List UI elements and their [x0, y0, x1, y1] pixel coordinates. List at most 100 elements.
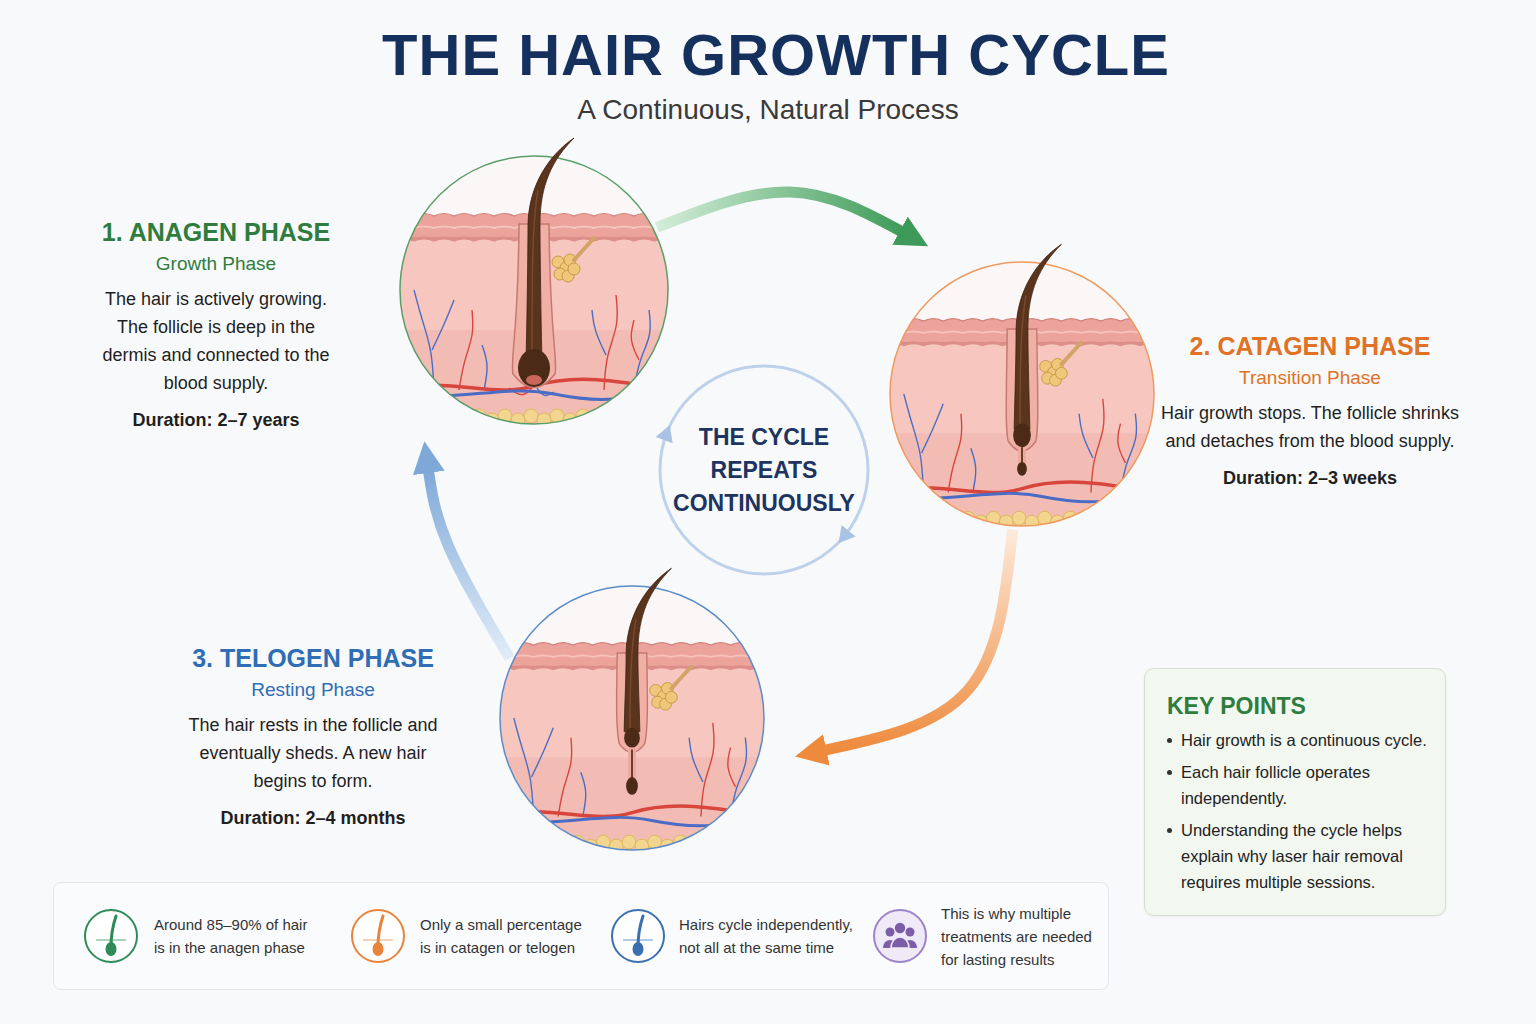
fat-cell: [420, 409, 434, 423]
cycle-arrow: [820, 530, 1012, 751]
fat-cell: [910, 511, 924, 525]
phase-heading: 1. ANAGEN PHASE: [88, 217, 344, 247]
key-point-text: Hair growth is a continuous cycle.: [1181, 727, 1429, 753]
cycle-ring: THE CYCLE REPEATS CONTINUOUSLY: [654, 360, 874, 580]
key-points-content: KEY POINTSHair growth is a continuous cy…: [1167, 691, 1429, 895]
phase-description: The hair rests in the follicle and event…: [188, 711, 438, 795]
fact-icon: [349, 907, 407, 965]
skin-section: [394, 138, 674, 434]
icon-bulb: [373, 942, 384, 956]
fact-text: Around 85–90% of hair is in the anagen p…: [154, 913, 322, 959]
skin-illustration: [500, 586, 764, 850]
capillary: [592, 310, 606, 355]
fat-cell: [394, 409, 408, 423]
fat-cell: [712, 839, 726, 853]
fact-text: Only a small percentage is in catagen or…: [420, 913, 596, 959]
fat-cell: [537, 413, 551, 427]
phase-circle: 1. ANAGEN PHASEGrowth PhaseThe hair is a…: [400, 156, 668, 424]
fat-cell: [446, 409, 460, 423]
fat-cell: [533, 839, 547, 853]
ring: [660, 366, 868, 574]
fat-cell: [472, 409, 486, 423]
fact-text: Hairs cycle independently, not all at th…: [679, 913, 875, 959]
fat-cell: [609, 839, 623, 853]
icon-bulb: [633, 942, 644, 956]
icon-circle: [85, 910, 137, 962]
ring-arrowhead: [832, 525, 856, 549]
dermal-papilla: [526, 375, 542, 385]
icon-circle: [352, 910, 404, 962]
skin-illustration: [890, 262, 1154, 526]
hair-bulb: [518, 349, 550, 387]
hair-shaft: [1014, 244, 1061, 429]
vein: [884, 489, 1160, 502]
fat-cell: [1012, 511, 1026, 525]
person-head: [886, 928, 895, 937]
fat-cell: [641, 413, 655, 427]
fat-cell: [571, 835, 585, 849]
phase-heading: 2. CATAGEN PHASE: [1160, 331, 1460, 361]
vein: [494, 813, 770, 826]
fat-cell: [433, 413, 447, 427]
fat-cell: [961, 511, 975, 525]
fact-text-wrap: Only a small percentage is in catagen or…: [420, 883, 596, 989]
icon-bulb: [106, 942, 117, 956]
fat-cell: [1025, 515, 1039, 529]
fat-cell: [737, 839, 751, 853]
phase-text: 3. TELOGEN PHASEResting PhaseThe hair re…: [188, 643, 438, 831]
fat-cell: [615, 413, 629, 427]
fat-cell: [558, 839, 572, 853]
hair-highlight: [1020, 295, 1026, 429]
phase-duration: Duration: 2–4 months: [188, 805, 438, 831]
hair-bulb: [624, 728, 640, 748]
fat-cell: [407, 413, 421, 427]
sebaceous-gland: [568, 263, 580, 275]
arrector-muscle: [1061, 343, 1081, 365]
bullet-dot: [1167, 738, 1172, 743]
capillary: [604, 295, 617, 390]
fact-strip: Around 85–90% of hair is in the anagen p…: [53, 882, 1109, 990]
diagram-title: THE HAIR GROWTH CYCLE: [8, 22, 1536, 88]
fat-cell: [884, 511, 898, 525]
key-point-text: Understanding the cycle helps explain wh…: [1181, 817, 1429, 895]
phase-description: Hair growth stops. The follicle shrinks …: [1160, 399, 1460, 455]
fact-text-wrap: This is why multiple treatments are need…: [941, 883, 1106, 989]
skin-illustration: [400, 156, 668, 424]
capillary: [689, 738, 703, 782]
bullet-dot: [1167, 828, 1172, 833]
phase-subtitle: Transition Phase: [1160, 365, 1460, 391]
subtitle-label: A Continuous, Natural Process: [0, 94, 1536, 126]
skin-section: [884, 244, 1160, 536]
icon-circle: [874, 910, 926, 962]
key-point-text: Each hair follicle operates independentl…: [1181, 759, 1429, 811]
capillary: [1121, 414, 1137, 493]
fact-text: This is why multiple treatments are need…: [941, 902, 1106, 971]
hair-shaft: [526, 138, 574, 362]
phase-circle: 3. TELOGEN PHASEResting PhaseThe hair re…: [500, 586, 764, 850]
fat-cell: [923, 515, 937, 529]
capillary: [581, 772, 586, 816]
hair-germ: [1017, 462, 1027, 476]
capillary: [948, 414, 962, 493]
hair-germ: [626, 777, 638, 795]
phase-duration: Duration: 2–3 weeks: [1160, 465, 1460, 491]
fat-cell: [1089, 511, 1103, 525]
key-points-box: KEY POINTSHair growth is a continuous cy…: [1144, 668, 1446, 916]
fat-cell: [699, 835, 713, 849]
arrector-muscle: [574, 238, 594, 260]
fat-cell: [589, 413, 603, 427]
fat-cell: [725, 835, 739, 849]
fact-text-wrap: Around 85–90% of hair is in the anagen p…: [154, 883, 322, 989]
fat-cell: [459, 413, 473, 427]
hair-shaft: [624, 568, 671, 732]
fat-cell: [628, 409, 642, 423]
cycle-text-wrap: THE CYCLE REPEATS CONTINUOUSLY: [654, 360, 874, 580]
person-head: [895, 923, 905, 933]
fat-cell: [524, 409, 538, 423]
phase-subtitle: Resting Phase: [188, 677, 438, 703]
fat-cell: [686, 839, 700, 853]
icon-circle: [612, 910, 664, 962]
capillary: [701, 723, 714, 817]
fact-text-wrap: Hairs cycle independently, not all at th…: [679, 883, 875, 989]
capillary: [728, 748, 736, 787]
